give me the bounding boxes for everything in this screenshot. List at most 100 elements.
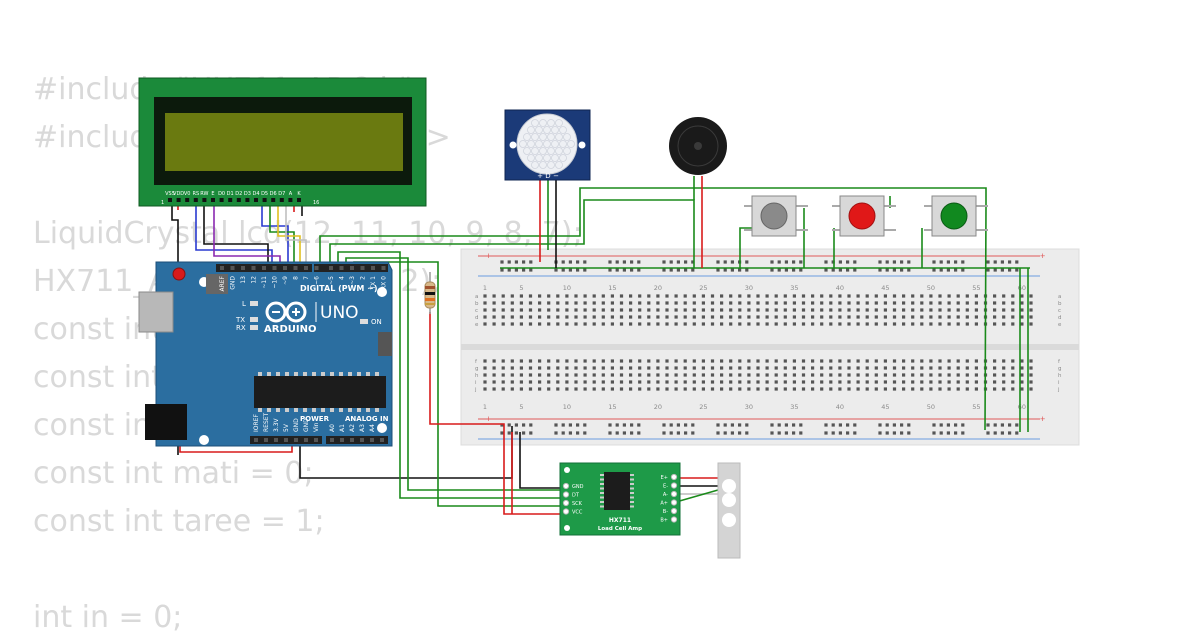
breadboard-hole: [656, 373, 660, 377]
breadboard-hole: [938, 294, 942, 298]
breadboard-hole: [565, 294, 569, 298]
breadboard-hole: [592, 366, 596, 370]
breadboard-hole: [824, 260, 828, 264]
power-pin-socket: [264, 438, 268, 442]
breadboard-hole: [601, 308, 605, 312]
breadboard-hole: [838, 387, 842, 391]
breadboard-hole: [538, 322, 542, 326]
breadboard-hole: [1000, 431, 1004, 435]
breadboard-hole: [1008, 260, 1012, 264]
breadboard-hole: [938, 301, 942, 305]
breadboard-hole: [792, 373, 796, 377]
breadboard-hole: [874, 373, 878, 377]
breadboard-hole: [615, 423, 619, 427]
breadboard-hole: [720, 308, 724, 312]
breadboard-hole: [1002, 301, 1006, 305]
breadboard-hole: [883, 387, 887, 391]
breadboard-hole: [565, 387, 569, 391]
breadboard-hole: [610, 308, 614, 312]
pir-lens-cell: [567, 140, 575, 148]
breadboard-hole: [638, 380, 642, 384]
breadboard-hole: [656, 308, 660, 312]
breadboard-hole: [1002, 308, 1006, 312]
breadboard-hole: [547, 380, 551, 384]
breadboard-column-number: 55: [972, 284, 980, 292]
breadboard-hole: [829, 380, 833, 384]
breadboard-hole: [720, 387, 724, 391]
breadboard-hole: [902, 387, 906, 391]
breadboard-hole: [1011, 315, 1015, 319]
breadboard-hole: [538, 294, 542, 298]
pir-pin-label: +: [537, 172, 543, 180]
breadboard-hole: [683, 301, 687, 305]
breadboard-hole: [669, 268, 673, 272]
pir-lens-cell: [551, 140, 559, 148]
analog-pin-label: A2: [349, 424, 356, 432]
lcd-pin: [228, 198, 233, 202]
wire-green-4: [345, 257, 560, 491]
lcd-pin-label: E: [211, 191, 214, 197]
breadboard-hole: [892, 380, 897, 384]
breadboard-hole: [574, 308, 578, 312]
breadboard-hole: [538, 366, 542, 370]
breadboard-hole: [929, 301, 933, 305]
breadboard-hole: [574, 387, 578, 391]
breadboard-hole: [911, 366, 915, 370]
breadboard-hole: [519, 359, 523, 363]
breadboard-hole: [811, 373, 815, 377]
push-button-red[interactable]: [832, 195, 896, 237]
breadboard-hole: [619, 380, 624, 384]
chip-pin: [339, 372, 343, 376]
lcd-pin: [236, 198, 241, 202]
breadboard-hole: [974, 380, 978, 384]
breadboard-hole: [568, 268, 572, 272]
digital-pin-label: 2: [360, 276, 367, 280]
pir-lens-cell: [547, 147, 555, 155]
breadboard-hole: [756, 301, 760, 305]
breadboard-hole: [738, 359, 742, 363]
breadboard-hole: [811, 315, 815, 319]
breadboard-hole: [729, 359, 733, 363]
breadboard-hole: [601, 315, 605, 319]
breadboard-hole: [528, 315, 533, 319]
breadboard-hole: [583, 268, 587, 272]
breadboard-hole: [792, 431, 796, 435]
breadboard-hole: [946, 431, 950, 435]
breadboard-hole: [510, 380, 514, 384]
hx711-left-pin-label: VCC: [572, 510, 583, 516]
chip-pin: [267, 372, 271, 376]
breadboard-hole: [847, 387, 851, 391]
breadboard-hole: [756, 315, 760, 319]
breadboard-hole: [554, 423, 558, 427]
breadboard-hole: [777, 431, 781, 435]
hx711-pin: [562, 491, 570, 498]
breadboard-row-label: f: [1058, 359, 1061, 365]
breadboard-hole: [674, 301, 678, 305]
breadboard-hole: [665, 373, 669, 377]
breadboard-hole: [730, 431, 734, 435]
breadboard-hole: [831, 431, 835, 435]
push-button-green[interactable]: [924, 195, 988, 237]
breadboard-hole: [874, 322, 878, 326]
breadboard-hole: [932, 423, 936, 427]
breadboard-hole: [801, 294, 806, 298]
breadboard-hole: [547, 301, 551, 305]
hx711-pin: [670, 516, 678, 523]
breadboard-hole: [522, 260, 526, 264]
hx711-chip-leg: [600, 496, 604, 499]
hx711-chip-leg: [630, 483, 634, 485]
lcd-pin: [279, 198, 284, 202]
breadboard-hole: [838, 380, 842, 384]
breadboard-hole: [770, 431, 774, 435]
breadboard-hole: [683, 373, 687, 377]
push-button-gray[interactable]: [744, 195, 808, 237]
pir-pins: +D−: [537, 172, 559, 180]
analog-pin-label: A5: [379, 424, 386, 432]
breadboard-hole: [947, 387, 951, 391]
breadboard-hole: [701, 366, 705, 370]
breadboard-hole: [519, 366, 523, 370]
breadboard-hole: [829, 308, 833, 312]
breadboard-hole: [865, 373, 869, 377]
breadboard-hole: [592, 359, 596, 363]
